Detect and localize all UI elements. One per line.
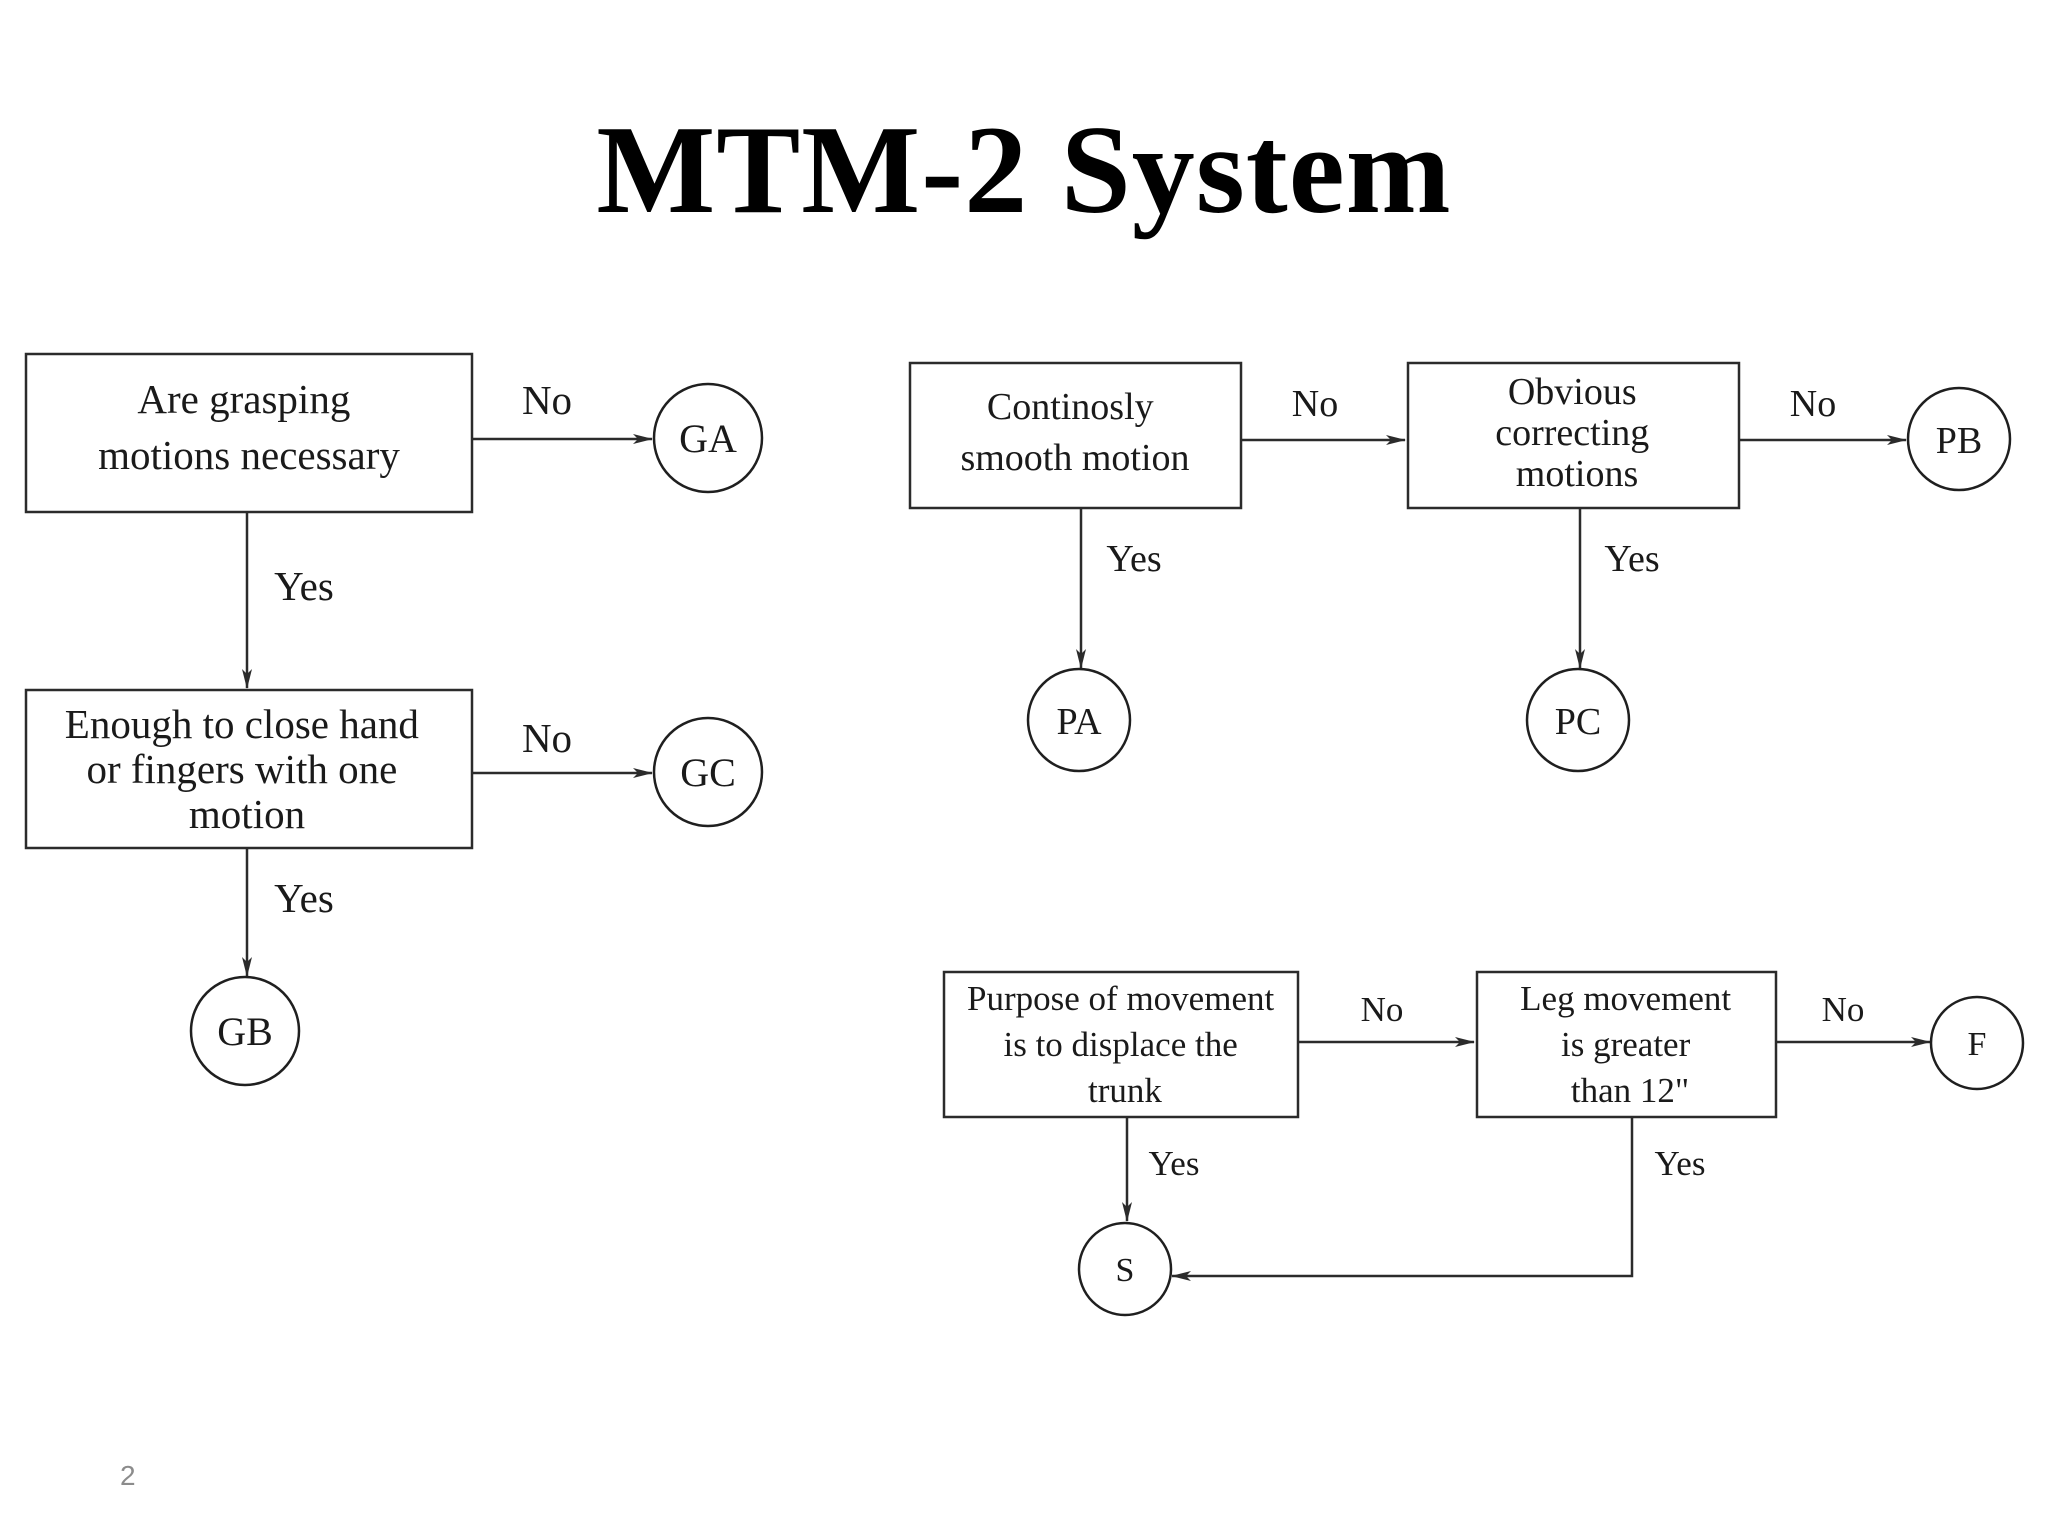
position-yes-label-1: Yes <box>1106 538 1161 580</box>
grasp-no-label-1: No <box>522 377 572 423</box>
node-ga-label: GA <box>679 416 737 461</box>
node-ga <box>652 382 764 494</box>
grasp-question-2: Enough to close hand or fingers with one… <box>65 701 429 837</box>
node-gc-label: GC <box>680 750 736 795</box>
node-gb <box>189 975 301 1087</box>
body-question-box-1 <box>942 970 1300 1119</box>
position-question-2: Obvious correcting motions <box>1495 371 1659 495</box>
body-question-2: Leg movement is greater than 12" <box>1520 979 1740 1110</box>
node-pa <box>1026 667 1132 773</box>
node-pa-label: PA <box>1056 701 1102 743</box>
node-pc-label: PC <box>1555 701 1601 743</box>
node-s <box>1077 1221 1173 1317</box>
grasp-question-box-2 <box>24 688 474 850</box>
slide-title: MTM-2 System <box>596 101 1452 240</box>
body-yes-label-1: Yes <box>1149 1144 1200 1183</box>
grasp-flowchart: Are grasping motions necessary No GA Yes… <box>24 352 764 1087</box>
grasp-question-1: Are grasping motions necessary <box>98 376 400 478</box>
body-motion-flowchart: Purpose of movement is to displace the t… <box>942 970 2025 1317</box>
node-gc <box>652 716 764 828</box>
node-s-label: S <box>1116 1252 1135 1289</box>
grasp-no-label-2: No <box>522 715 572 761</box>
position-yes-label-2: Yes <box>1604 538 1659 580</box>
node-pc <box>1525 667 1631 773</box>
node-gb-label: GB <box>217 1009 273 1054</box>
position-question-box-2 <box>1406 361 1741 510</box>
node-f-label: F <box>1968 1026 1987 1063</box>
position-no-label-1: No <box>1292 383 1338 425</box>
node-f <box>1929 995 2025 1091</box>
position-no-label-2: No <box>1790 383 1836 425</box>
grasp-yes-label-2: Yes <box>274 875 334 921</box>
position-flowchart: Continosly smooth motion No Obvious corr… <box>908 361 2012 773</box>
body-question-1: Purpose of movement is to displace the t… <box>967 979 1283 1110</box>
body-yes-arrow-2 <box>1171 1117 1634 1281</box>
grasp-yes-label-1: Yes <box>274 563 334 609</box>
grasp-question-box-1 <box>24 352 474 514</box>
node-pb <box>1906 386 2012 492</box>
body-no-label-1: No <box>1361 990 1404 1029</box>
position-question-box-1 <box>908 361 1243 510</box>
body-yes-label-2: Yes <box>1655 1144 1706 1183</box>
body-no-label-2: No <box>1822 990 1865 1029</box>
position-question-1: Continosly smooth motion <box>960 386 1189 479</box>
slide-page-number: 2 <box>120 1460 136 1491</box>
node-pb-label: PB <box>1936 420 1982 462</box>
body-question-box-2 <box>1475 970 1778 1119</box>
